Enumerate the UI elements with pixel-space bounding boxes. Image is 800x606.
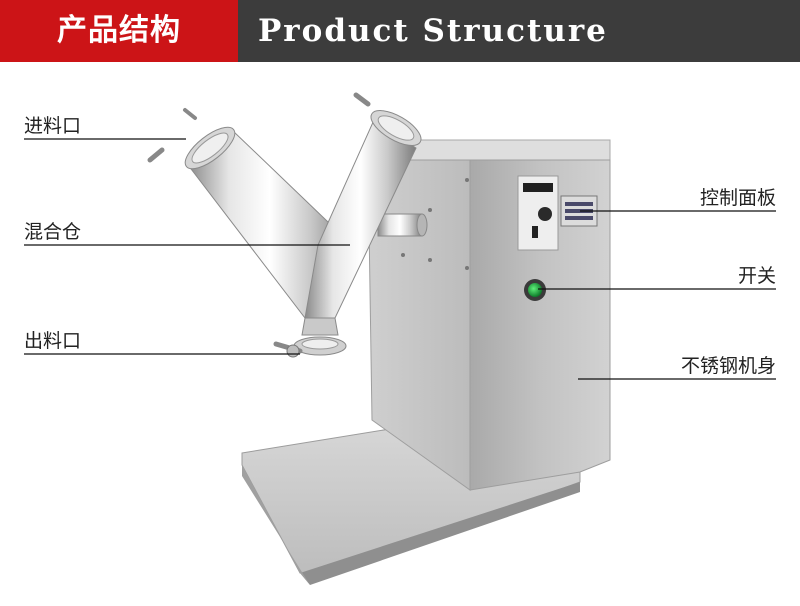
label-stainless-body: 不锈钢机身 [680,355,776,377]
knob-icon[interactable] [538,207,552,221]
label-control-panel: 控制面板 [699,187,776,209]
leader-lines [24,138,776,380]
green-switch-icon[interactable] [528,283,542,297]
v-mixing-vessel [147,92,422,358]
title-chinese: 产品结构 [0,0,238,62]
header-bar: 产品结构 Product Structure [0,0,800,62]
power-switch[interactable] [524,279,546,301]
label-mixing-chamber: 混合仓 [24,221,82,243]
machine-cabinet [367,139,611,491]
drive-shaft [377,213,428,237]
control-panel [517,175,598,251]
label-outlet: 出料口 [24,330,82,352]
mixer-illustration [24,92,776,585]
label-inlet: 进料口 [24,115,82,137]
title-english: Product Structure [258,13,608,49]
label-switch: 开关 [737,265,776,287]
